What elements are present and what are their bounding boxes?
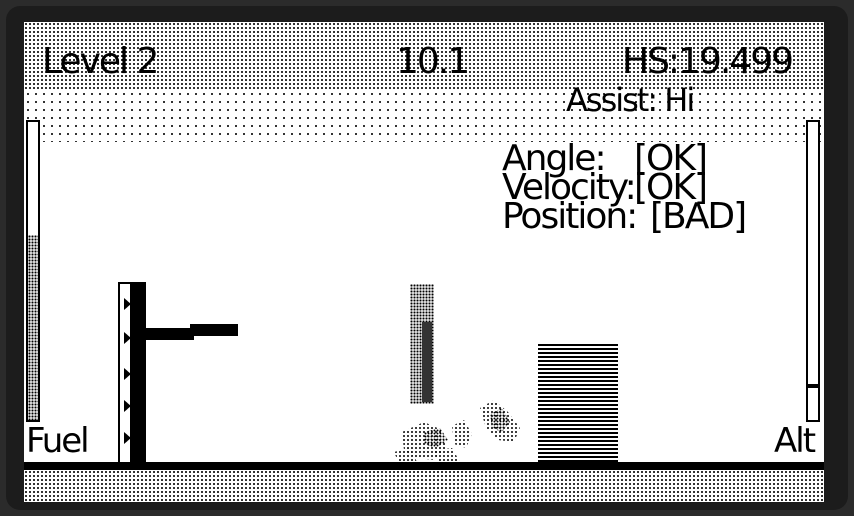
position-label: Position: [502, 196, 638, 237]
angle-value: [OK] [634, 138, 708, 179]
altitude-gauge [806, 120, 820, 422]
angle-row: Angle: [OK] [502, 138, 745, 179]
launch-tower [118, 282, 146, 464]
alt-label: Alt [774, 421, 816, 461]
position-value: [BAD] [650, 196, 747, 237]
tower-column [132, 282, 146, 464]
timer-label: 10.1 [396, 41, 470, 82]
tower-arm [146, 328, 194, 340]
tower-frame [118, 282, 132, 464]
velocity-value: [OK] [634, 167, 708, 208]
tower-arrow-icon [124, 432, 131, 444]
tower-arrow-icon [124, 400, 131, 412]
fuel-label: Fuel [26, 421, 90, 461]
high-score-label: HS:19.499 [622, 41, 794, 82]
assist-label: Assist: Hi [566, 81, 695, 119]
position-row: Position: [BAD] [502, 196, 747, 237]
tower-arrow-icon [124, 368, 131, 380]
velocity-row: Velocity: [OK] [502, 167, 745, 208]
sky-dither-top [24, 22, 824, 90]
altitude-gauge-fill [808, 384, 818, 420]
landing-pad [538, 344, 618, 462]
velocity-label: Velocity: [502, 167, 637, 208]
status-panel: Angle: [OK] Velocity: [OK] Position: [BA… [502, 138, 747, 237]
lander-debris [394, 400, 520, 466]
fuel-gauge-fill [28, 235, 38, 420]
tower-arrow-icon [124, 298, 131, 310]
sky-dither-mid [24, 90, 824, 142]
angle-label: Angle: [502, 138, 607, 179]
game-screen[interactable]: Level 2 10.1 HS:19.499 Assist: Hi Angle:… [24, 22, 824, 502]
fuel-gauge [26, 120, 40, 422]
ground-edge [24, 462, 824, 470]
debris-pole-core [422, 322, 432, 402]
tower-arrow-icon [124, 332, 131, 344]
level-label: Level 2 [42, 41, 159, 82]
tower-arm-tip [190, 324, 238, 336]
